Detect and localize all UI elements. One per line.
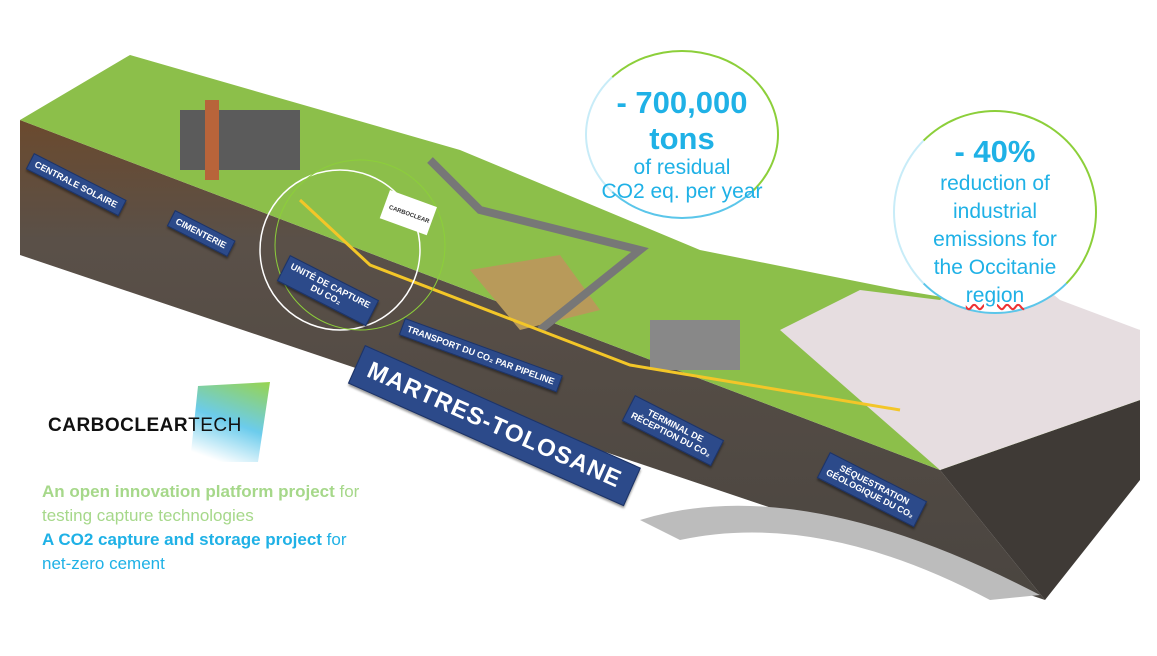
billboard (379, 189, 437, 236)
tagline-ccs-bold: A CO2 capture and storage project (42, 530, 322, 549)
logo-light: TECH (188, 415, 242, 436)
terminal-plant (650, 320, 740, 370)
stat2-line4: the Occitanie (933, 255, 1057, 279)
tagline-ccs-line2: net-zero cement (42, 554, 165, 573)
storage-layer (640, 505, 1040, 600)
tagline-innovation-line2: testing capture technologies (42, 506, 254, 525)
stat2-line5: region (965, 283, 1025, 307)
pipeline (298, 198, 901, 412)
chimney (205, 100, 219, 180)
stat2-value: - 40% (954, 134, 1036, 169)
stat-circle-reduction: - 40% reduction of industrial emissions … (893, 110, 1097, 314)
stat1-value: - 700,000 (616, 85, 748, 120)
logo-gradient-shape (190, 382, 270, 462)
tagline-ccs-rest: for (321, 530, 347, 549)
stat1-line1: of residual (633, 156, 731, 180)
cement-plant (180, 110, 300, 170)
stat2-line1: reduction of (940, 171, 1050, 195)
ground-side-face (940, 400, 1140, 600)
logo-bold: CARBOCLEAR (48, 415, 189, 436)
tagline-innovation-rest: for (334, 482, 360, 501)
ground-front-face (20, 120, 1045, 600)
capture-circle-2 (274, 159, 446, 331)
logo: CARBOCLEARTECH (48, 415, 242, 437)
mountains (780, 250, 1140, 470)
tagline-innovation: An open innovation platform project for … (42, 480, 359, 528)
stat-circle-emissions: - 700,000 tons of residual CO2 eq. per y… (585, 50, 779, 219)
stat2-line2: industrial (952, 199, 1038, 223)
road (427, 157, 649, 334)
stat1-unit: tons (649, 120, 715, 156)
capture-circle (259, 169, 421, 331)
tagline-ccs: A CO2 capture and storage project for ne… (42, 528, 347, 576)
stat2-line3: emissions for (933, 227, 1057, 251)
tagline-innovation-bold: An open innovation platform project (42, 482, 335, 501)
stat1-line2: CO2 eq. per year (601, 180, 763, 204)
